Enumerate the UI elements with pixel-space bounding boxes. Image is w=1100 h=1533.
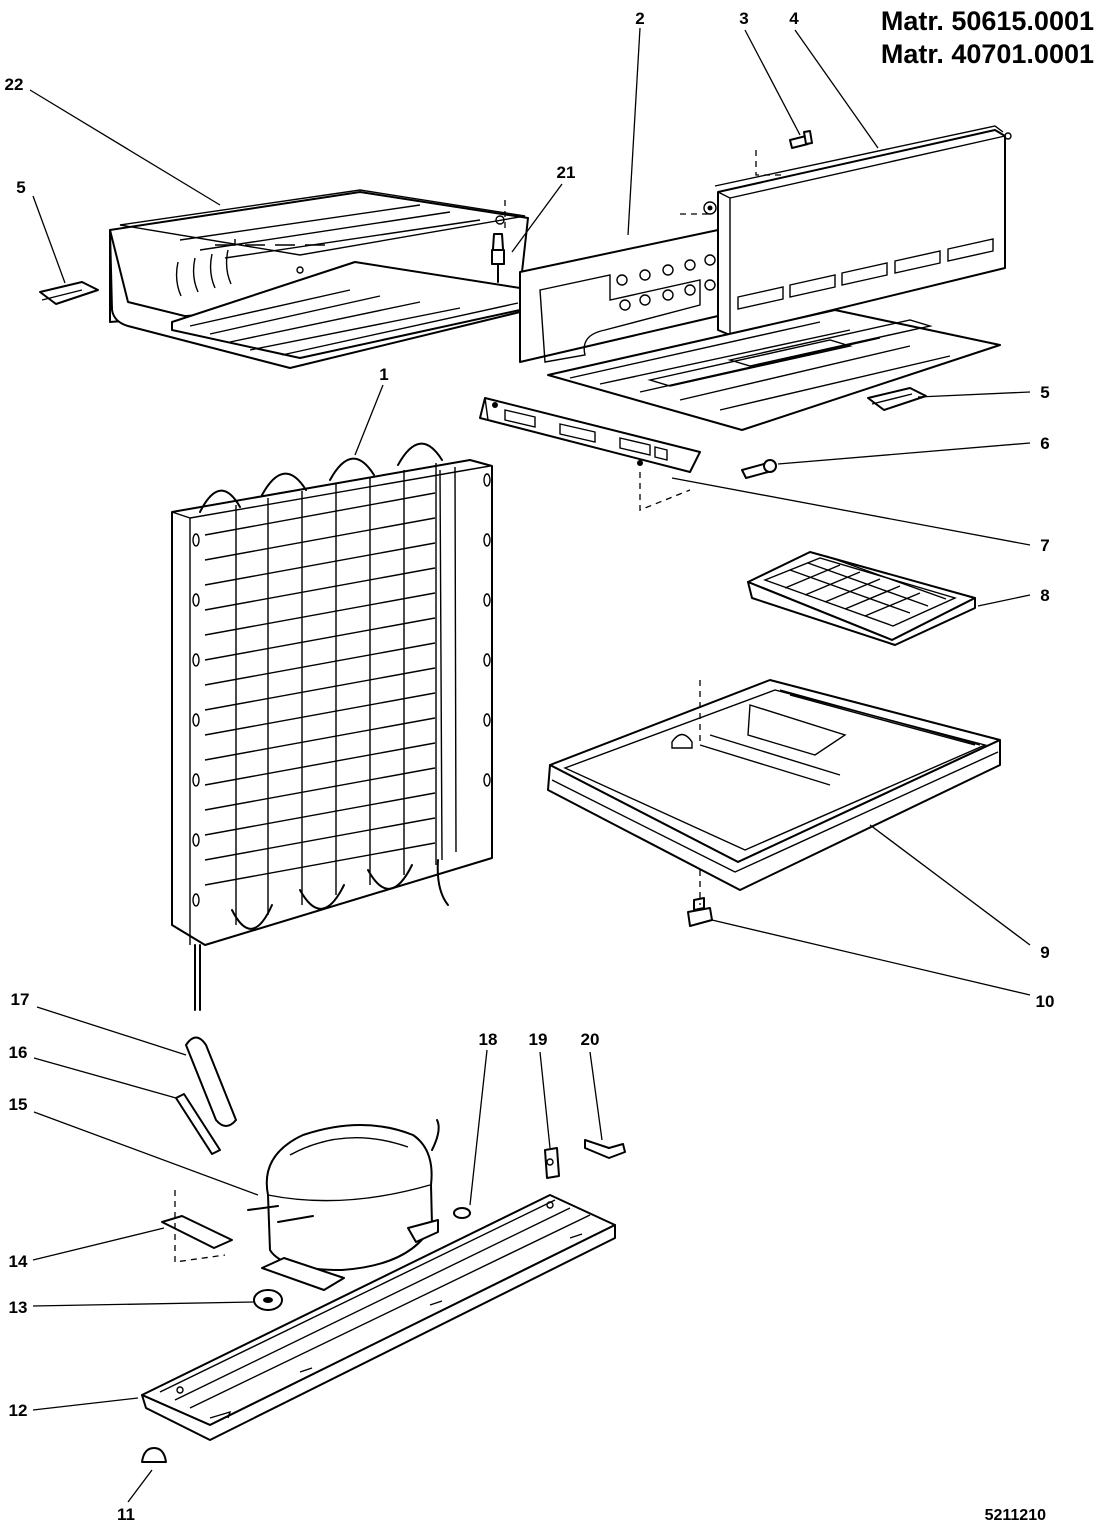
part-20-clamp [584,1139,626,1159]
callout-12: 12 [9,1401,28,1420]
callout-14: 14 [9,1252,28,1271]
part-1-condenser [171,442,493,1011]
callout-3: 3 [739,9,748,28]
part-14-bracket [161,1215,233,1249]
part-6-pin [741,459,777,479]
leader-lines [29,27,1031,1503]
callout-2: 2 [635,9,644,28]
callout-1: 1 [379,365,388,384]
part-17-filter-dryer [185,1036,237,1127]
part-4-rear-panel [703,125,1012,336]
part-12-base-rail [141,1194,616,1441]
callout-16: 16 [9,1043,28,1062]
callout-21: 21 [557,163,576,182]
callout-22: 22 [5,75,24,94]
part-16-tube [175,1093,221,1155]
part-18-bolt [453,1207,471,1219]
callout-5-right: 5 [1040,383,1049,402]
part-9-tray [547,679,1001,891]
callout-19: 19 [529,1030,548,1049]
callout-8: 8 [1040,586,1049,605]
matr-number-1: Matr. 50615.0001 [881,6,1094,36]
part-15-compressor [247,1119,440,1291]
callout-4: 4 [789,9,799,28]
part-22-evaporator-shelf [109,189,529,369]
part-19-clip [544,1147,560,1179]
callout-20: 20 [581,1030,600,1049]
part-10-stud [687,897,713,927]
document-number: 5211210 [985,1507,1047,1524]
callout-7: 7 [1040,536,1049,555]
callout-11: 11 [117,1505,135,1524]
matr-number-2: Matr. 40701.0001 [881,39,1094,69]
part-7-front-grille [479,397,701,473]
part-8-ice-tray [747,551,976,646]
callout-10: 10 [1036,992,1055,1011]
part-5-clip-right [867,387,927,411]
part-13-grommet [253,1289,283,1311]
part-21-pin [491,233,505,283]
part-11-foot [141,1447,167,1463]
callout-15: 15 [9,1095,28,1114]
callout-13: 13 [9,1298,28,1317]
callout-6: 6 [1040,434,1049,453]
part-5-clip-left [39,281,99,305]
callout-9: 9 [1040,943,1049,962]
callout-18: 18 [479,1030,498,1049]
callout-5-left: 5 [16,178,25,197]
freezer-floor-plate [547,309,1001,431]
callout-17: 17 [11,990,30,1009]
part-3-screw [789,130,813,149]
